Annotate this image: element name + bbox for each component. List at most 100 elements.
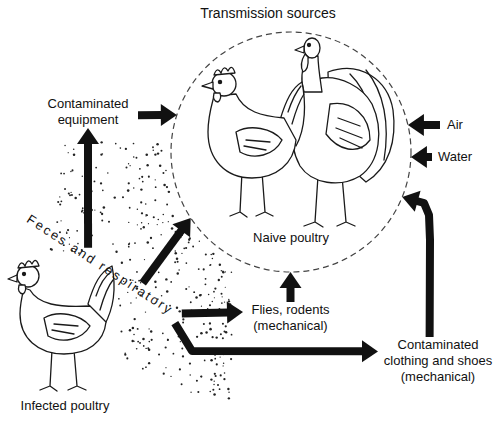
spray-dot — [175, 231, 177, 233]
infected-hen-part — [8, 275, 17, 282]
spray-dot — [199, 294, 201, 296]
spray-dot — [73, 154, 75, 156]
spray-dot — [167, 339, 169, 341]
node-text: Naive poultry — [170, 230, 412, 246]
spray-dot — [59, 204, 61, 206]
spray-dot — [219, 308, 221, 310]
arrow-head — [362, 340, 378, 362]
spray-dot — [68, 192, 70, 194]
spray-dot — [166, 204, 168, 206]
arrow-shaft — [426, 153, 432, 161]
naive-turkey-part — [298, 112, 362, 148]
spray-dot — [143, 345, 145, 347]
spray-dot — [209, 328, 212, 331]
spray-dot — [152, 247, 154, 249]
spray-dot — [155, 179, 156, 180]
spray-dot — [165, 170, 167, 172]
spray-dot — [57, 201, 59, 203]
spray-dot — [181, 234, 183, 236]
naive-hen-part — [208, 94, 296, 178]
spray-dot — [200, 376, 202, 378]
spray-dot — [190, 301, 192, 303]
spray-dot — [212, 301, 213, 302]
spray-dot — [145, 214, 146, 215]
arrow-head — [411, 146, 427, 168]
spray-dot — [213, 393, 216, 396]
spray-dot — [70, 192, 71, 193]
spray-dot — [133, 318, 135, 320]
naive-turkey — [291, 38, 394, 227]
naive-hen-part — [288, 86, 304, 124]
spray-dot — [200, 313, 202, 315]
naive-turkey-part — [326, 103, 370, 149]
node-text: Water — [432, 149, 478, 165]
spray-dot — [185, 247, 187, 249]
infected-hen-part — [40, 350, 86, 391]
spray-dot — [188, 312, 189, 313]
spray-dot — [115, 251, 117, 253]
spray-dot — [224, 372, 226, 374]
spray-dot — [177, 272, 179, 274]
host-circle: Naive poultry — [170, 31, 412, 273]
naive-hen-part — [214, 93, 221, 102]
spray-dot — [200, 294, 202, 296]
spray-dot — [158, 353, 160, 355]
spray-dot — [158, 272, 160, 274]
spray-dot — [208, 294, 210, 296]
spray-dot — [202, 353, 203, 354]
spray-dot — [228, 397, 230, 399]
spray-dot — [212, 389, 214, 391]
spray-dot — [84, 205, 86, 207]
spray-dot — [107, 172, 108, 173]
vector-label: Contaminated clothing and shoes (mechani… — [378, 337, 498, 385]
spray-dot — [148, 328, 149, 329]
spray-dot — [100, 211, 102, 213]
spray-dot — [154, 280, 156, 282]
spray-dot — [195, 296, 197, 298]
spray-dot — [135, 157, 137, 159]
spray-dot — [56, 221, 58, 223]
spray-dot — [101, 220, 103, 222]
spray-dot — [204, 360, 206, 362]
spray-dot — [151, 339, 153, 341]
spray-dot — [133, 143, 135, 145]
spray-dot — [225, 271, 226, 272]
source-label: Contaminated equipment — [38, 96, 138, 128]
spray-dot — [209, 265, 210, 266]
spray-dot — [218, 279, 220, 281]
spray-dot — [168, 191, 170, 193]
spray-dot — [131, 340, 133, 342]
infected-hen-part — [44, 314, 90, 340]
spray-dot — [225, 287, 226, 288]
spray-dot — [82, 176, 83, 177]
spray-dot — [203, 323, 205, 325]
spray-dot — [220, 374, 222, 376]
spray-dot — [147, 347, 149, 349]
spray-dot — [128, 246, 130, 248]
arrow-head — [227, 301, 243, 323]
spray-dot — [115, 143, 117, 145]
spray-dot — [214, 380, 215, 381]
spray-dot — [162, 333, 164, 335]
naive-turkey-part — [291, 78, 378, 183]
infected-hen — [8, 260, 114, 391]
spray-dot — [157, 224, 158, 225]
spray-dot — [148, 341, 150, 343]
spray-dot — [222, 296, 223, 297]
arrow-shaft — [423, 121, 440, 129]
spray-dot — [222, 337, 224, 339]
spray-dot — [136, 348, 138, 350]
spray-dot — [175, 250, 176, 251]
spray-dot — [223, 378, 225, 380]
spray-dot — [112, 243, 114, 245]
spray-dot — [60, 220, 61, 221]
spray-dot — [81, 211, 83, 213]
spray-dot — [210, 264, 212, 266]
naive-hen-part — [202, 82, 213, 89]
spray-dot — [214, 297, 215, 298]
spray-dot — [108, 221, 110, 223]
arrow-head — [77, 128, 99, 144]
arrow-head — [172, 218, 190, 237]
spray-dot — [134, 242, 136, 244]
spray-dot — [192, 245, 194, 247]
